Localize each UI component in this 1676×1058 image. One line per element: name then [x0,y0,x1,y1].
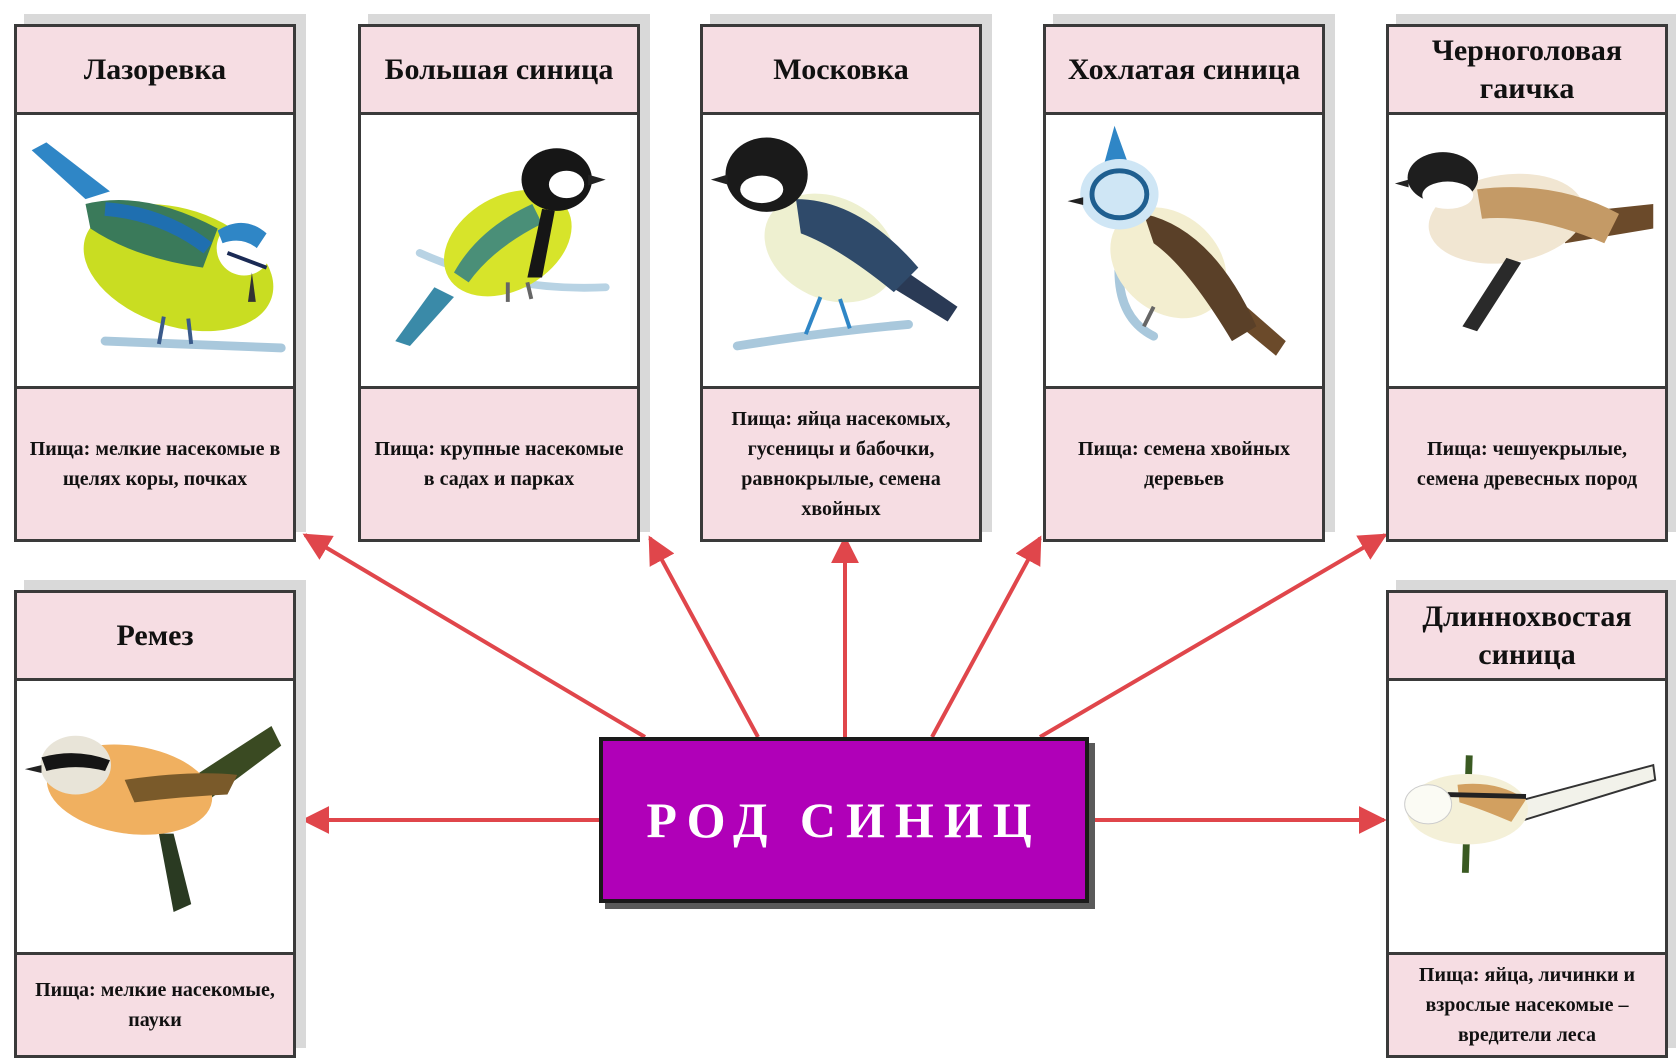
card-title: Московка [703,27,979,115]
penduline-tit-illustration [17,684,293,955]
arrow-to-great-tit [648,535,760,738]
food-description: Пища: мелкие насекомые в щелях коры, поч… [17,389,293,539]
food-description: Пища: яйца насекомых, гусеницы и бабочки… [703,389,979,539]
arrow-to-crested-tit [930,535,1042,738]
card-title: Ремез [17,593,293,681]
food-description: Пища: крупные насекомые в садах и парках [361,389,637,539]
card-coal-tit: Московка Пища: яйца насекомых, гусеницы … [700,24,982,542]
marsh-tit-illustration [1389,118,1665,389]
coal-tit-illustration [703,118,979,389]
food-description: Пища: яйца, личинки и взрослые насекомые… [1389,955,1665,1055]
food-description: Пища: мелкие насекомые, пауки [17,955,293,1055]
card-title: Лазоревка [17,27,293,115]
card-title: Черноголовая гаичка [1389,27,1665,115]
food-description: Пища: семена хвойных деревьев [1046,389,1322,539]
card-penduline-tit: Ремез Пища: мелкие насекомые, пауки [14,590,296,1058]
blue-tit-illustration [17,118,293,389]
card-title: Длиннохвостая синица [1389,593,1665,681]
long-tailed-tit-illustration [1389,684,1665,955]
card-title: Большая синица [361,27,637,115]
great-tit-illustration [361,118,637,389]
card-crested-tit: Хохлатая синица Пища: семена хвойных дер… [1043,24,1325,542]
card-title: Хохлатая синица [1046,27,1322,115]
card-marsh-tit: Черноголовая гаичка Пища: чешуекрылые, с… [1386,24,1668,542]
genus-label-box: РОД СИНИЦ [599,737,1089,903]
food-description: Пища: чешуекрылые, семена древесных поро… [1389,389,1665,539]
card-blue-tit: Лазоревка Пища: мелкие насекомые в щелях… [14,24,296,542]
arrow-to-blue-tit [302,533,647,739]
card-long-tailed-tit: Длиннохвостая синица Пища: яйца, личинки… [1386,590,1668,1058]
crested-tit-illustration [1046,118,1322,389]
arrow-to-marsh-tit [1038,533,1388,739]
card-great-tit: Большая синица Пища: крупные насекомые в… [358,24,640,542]
